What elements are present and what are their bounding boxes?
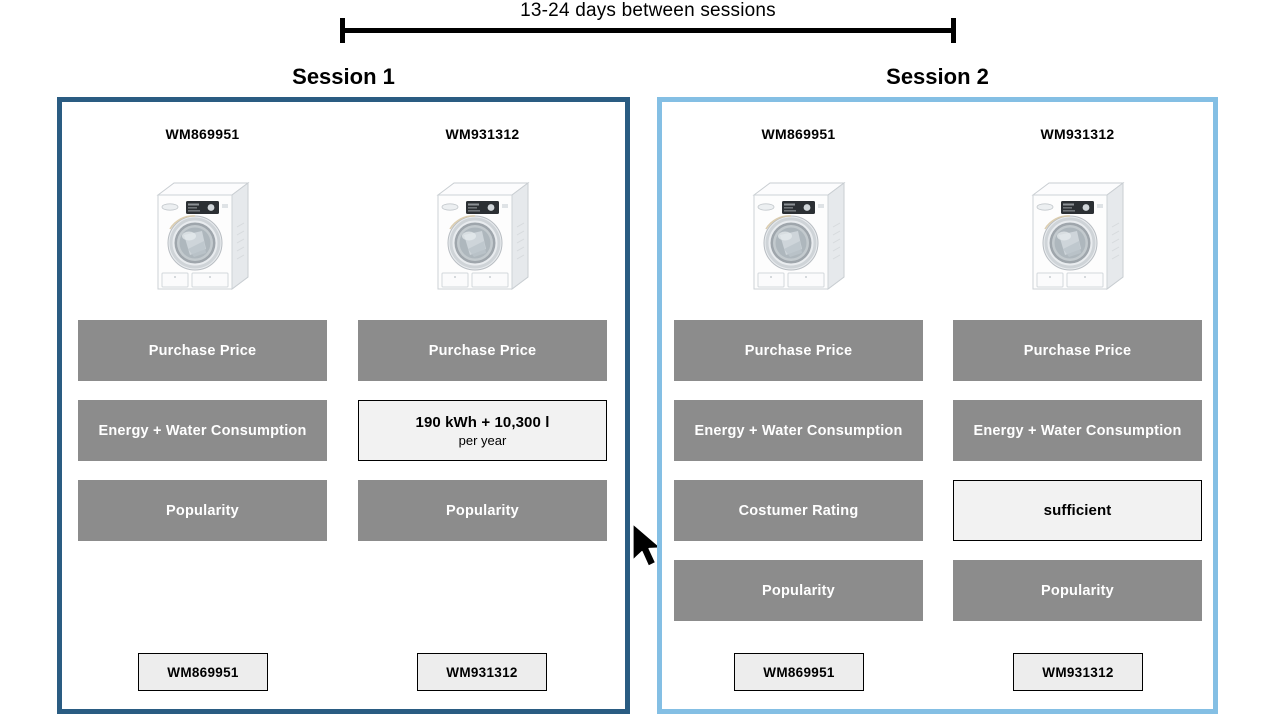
attribute-subvalue: per year xyxy=(458,432,507,448)
product-name-label: WM869951 xyxy=(761,126,836,142)
session-1-title: Session 1 xyxy=(292,64,395,89)
attribute-cell-energy-water-wm931312[interactable]: Energy + Water Consumption xyxy=(953,400,1202,461)
attribute-cell-purchase-price-wm931312[interactable]: Purchase Price xyxy=(953,320,1202,381)
session-1-panel: WM869951 xyxy=(57,97,662,714)
attribute-cell-energy-water-wm869951[interactable]: Energy + Water Consumption xyxy=(674,400,923,461)
choice-button-wm931312[interactable]: WM931312 xyxy=(1013,653,1143,691)
attribute-row-purchase-price: Purchase Price Purchase Price xyxy=(662,320,1213,400)
attribute-row-popularity: Popularity Popularity xyxy=(62,480,625,560)
washing-machine-image xyxy=(78,157,327,297)
attribute-cell-energy-water-wm869951[interactable]: Energy + Water Consumption xyxy=(78,400,327,461)
attribute-value: sufficient xyxy=(1043,502,1112,519)
product-column-wm869951: WM869951 xyxy=(674,124,923,297)
attribute-label: Energy + Water Consumption xyxy=(98,422,307,439)
session-2-panel: WM869951 xyxy=(657,97,1218,714)
attribute-label: Popularity xyxy=(1041,582,1114,599)
attribute-label: Purchase Price xyxy=(744,342,853,359)
attribute-label: Popularity xyxy=(762,582,835,599)
attribute-label: Costumer Rating xyxy=(738,502,859,519)
attribute-label: Purchase Price xyxy=(428,342,537,359)
attribute-cell-purchase-price-wm869951[interactable]: Purchase Price xyxy=(674,320,923,381)
attribute-value: 190 kWh + 10,300 l xyxy=(415,413,550,431)
washing-machine-image xyxy=(358,157,607,297)
attribute-cell-popularity-wm931312[interactable]: Popularity xyxy=(953,560,1202,621)
attribute-label: Popularity xyxy=(446,502,519,519)
product-name-label: WM931312 xyxy=(1040,126,1115,142)
attribute-cell-popularity-wm931312[interactable]: Popularity xyxy=(358,480,607,541)
attribute-cell-purchase-price-wm931312[interactable]: Purchase Price xyxy=(358,320,607,381)
timeline-cap-end xyxy=(951,18,956,43)
choice-button-wm869951[interactable]: WM869951 xyxy=(734,653,864,691)
washing-machine-image xyxy=(953,157,1202,297)
attribute-row-energy-water-consumption: Energy + Water Consumption Energy + Wate… xyxy=(662,400,1213,480)
product-name-label: WM869951 xyxy=(165,126,240,142)
attribute-grid: Purchase Price Purchase Price Energy + W… xyxy=(662,320,1213,640)
attribute-row-costumer-rating: Costumer Rating sufficient xyxy=(662,480,1213,560)
attribute-row-popularity: Popularity Popularity xyxy=(662,560,1213,640)
session-2-title: Session 2 xyxy=(886,64,989,89)
attribute-cell-popularity-wm869951[interactable]: Popularity xyxy=(674,560,923,621)
attribute-label: Purchase Price xyxy=(1023,342,1132,359)
attribute-row-purchase-price: Purchase Price Purchase Price xyxy=(62,320,625,400)
session-interval-timeline: 13-24 days between sessions xyxy=(340,0,956,44)
attribute-label: Energy + Water Consumption xyxy=(694,422,903,439)
attribute-cell-energy-water-wm931312-revealed[interactable]: 190 kWh + 10,300 l per year xyxy=(358,400,607,461)
choice-button-wm931312[interactable]: WM931312 xyxy=(417,653,547,691)
attribute-cell-purchase-price-wm869951[interactable]: Purchase Price xyxy=(78,320,327,381)
product-column-wm931312: WM931312 xyxy=(953,124,1202,297)
product-column-wm931312: WM931312 xyxy=(358,124,607,297)
timeline-bar xyxy=(340,28,956,33)
product-name-label: WM931312 xyxy=(445,126,520,142)
timeline-label: 13-24 days between sessions xyxy=(520,0,776,21)
attribute-label: Energy + Water Consumption xyxy=(973,422,1182,439)
timeline-cap-start xyxy=(340,18,345,43)
product-column-wm869951: WM869951 xyxy=(78,124,327,297)
choice-button-wm869951[interactable]: WM869951 xyxy=(138,653,268,691)
attribute-label: Popularity xyxy=(166,502,239,519)
attribute-cell-costumer-rating-wm869951[interactable]: Costumer Rating xyxy=(674,480,923,541)
washing-machine-image xyxy=(674,157,923,297)
attribute-label: Purchase Price xyxy=(148,342,257,359)
attribute-grid: Purchase Price Purchase Price Energy + W… xyxy=(62,320,625,560)
attribute-cell-costumer-rating-wm931312-revealed[interactable]: sufficient xyxy=(953,480,1202,541)
attribute-row-energy-water-consumption: Energy + Water Consumption 190 kWh + 10,… xyxy=(62,400,625,480)
attribute-cell-popularity-wm869951[interactable]: Popularity xyxy=(78,480,327,541)
